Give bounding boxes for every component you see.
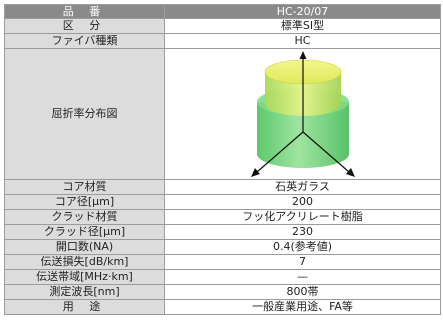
arrow-up-icon [299, 51, 306, 59]
spec-label: 開口数(NA) [4, 239, 165, 255]
axis-diagonal-right [302, 131, 349, 173]
spec-label: 屈折率分布図 [4, 48, 165, 180]
spec-row-index-profile: 屈折率分布図 [4, 48, 441, 180]
spec-value: 230 [164, 224, 441, 240]
spec-value: 0.4(参考値) [164, 239, 441, 255]
spec-row-core-diameter: コア径[μm] 200 [4, 194, 441, 210]
spec-row-cladding-diameter: クラッド径[μm] 230 [4, 224, 441, 240]
spec-label: 区 分 [4, 18, 165, 34]
index-profile-figure-cell [164, 48, 441, 180]
spec-row-category: 区 分 標準SI型 [4, 18, 441, 34]
spec-label: 用 途 [4, 299, 165, 315]
spec-value: 一般産業用途、FA等 [164, 299, 441, 315]
spec-label: 伝送帯域[MHz·km] [4, 269, 165, 285]
axis-diagonal-left [256, 131, 303, 173]
spec-label: コア材質 [4, 179, 165, 195]
header-value: HC-20/07 [164, 4, 441, 19]
spec-label: コア径[μm] [4, 194, 165, 210]
spec-row-bandwidth: 伝送帯域[MHz·km] — [4, 269, 441, 285]
spec-row-cladding-material: クラッド材質 フッ化アクリレート樹脂 [4, 209, 441, 225]
refractive-index-profile-figure [250, 51, 355, 177]
spec-value: 標準SI型 [164, 18, 441, 34]
spec-value: フッ化アクリレート樹脂 [164, 209, 441, 225]
arrow-down-right-icon [345, 168, 355, 177]
spec-row-application: 用 途 一般産業用途、FA等 [4, 299, 441, 315]
spec-value: 200 [164, 194, 441, 210]
arrow-down-left-icon [250, 168, 260, 177]
spec-value: 800帯 [164, 284, 441, 300]
spec-label: 測定波長[nm] [4, 284, 165, 300]
spec-value: 7 [164, 254, 441, 270]
spec-table: 品 番 HC-20/07 区 分 標準SI型 ファイバ種類 HC 屈折率分布図 [4, 4, 441, 315]
spec-row-numerical-aperture: 開口数(NA) 0.4(参考値) [4, 239, 441, 255]
header-label: 品 番 [4, 4, 165, 19]
spec-row-core-material: コア材質 石英ガラス [4, 179, 441, 195]
spec-label: 伝送損失[dB/km] [4, 254, 165, 270]
header-row: 品 番 HC-20/07 [4, 4, 441, 19]
spec-row-wavelength: 測定波長[nm] 800帯 [4, 284, 441, 300]
spec-label: クラッド材質 [4, 209, 165, 225]
spec-label: ファイバ種類 [4, 33, 165, 49]
spec-value: HC [164, 33, 441, 49]
spec-value: 石英ガラス [164, 179, 441, 195]
spec-row-fiber-type: ファイバ種類 HC [4, 33, 441, 49]
spec-row-transmission-loss: 伝送損失[dB/km] 7 [4, 254, 441, 270]
spec-label: クラッド径[μm] [4, 224, 165, 240]
spec-value: — [164, 269, 441, 285]
